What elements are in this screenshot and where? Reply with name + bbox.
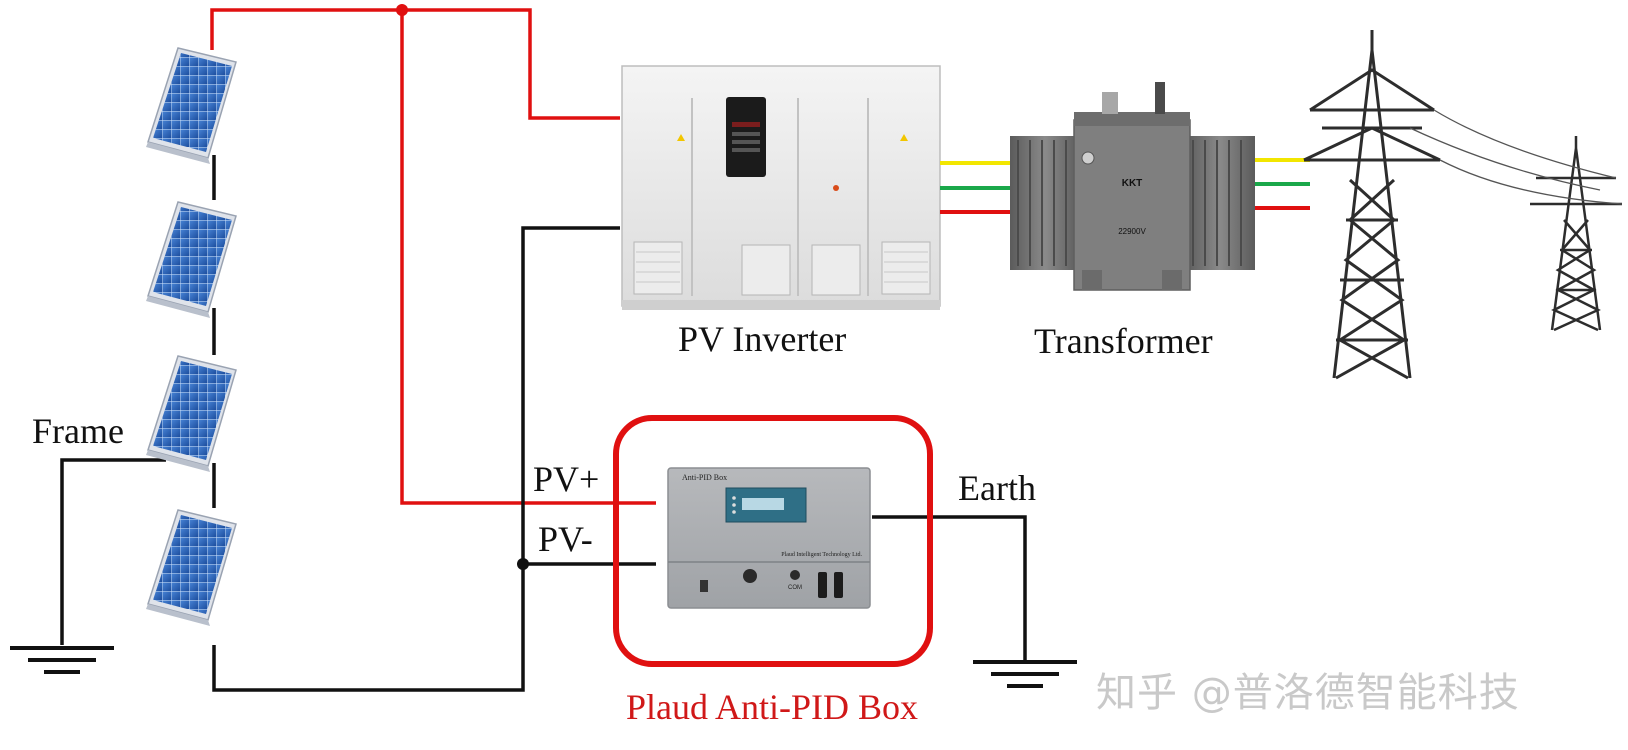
transformer-unit: KKT 22900V	[1010, 82, 1255, 291]
box-maker-text: Plaud Intelligent Technology Ltd.	[781, 552, 862, 558]
pv-plus-label: PV+	[533, 459, 600, 499]
box-port-icon	[700, 580, 708, 592]
box-connector-icon	[743, 569, 757, 583]
transmission-lines	[1409, 109, 1623, 205]
anti-pid-box-title: Plaud Anti-PID Box	[626, 687, 919, 727]
solar-panel-icon	[145, 201, 237, 319]
pv-inverter-cabinet	[621, 65, 941, 310]
pv-minus-label: PV-	[538, 519, 593, 559]
transmission-tower-icon	[1303, 30, 1441, 380]
ac-phase-wires	[940, 161, 1010, 214]
anti-pid-highlight-frame	[613, 415, 933, 667]
grid-phase-wires	[1255, 158, 1310, 210]
solar-panel-icon	[145, 509, 237, 627]
box-header-text: Anti-PID Box	[682, 473, 727, 482]
positive-wires	[210, 8, 656, 505]
box-connector-icon	[790, 570, 800, 580]
transformer-label: Transformer	[1034, 321, 1213, 361]
box-mc4-plug-icon	[818, 572, 827, 598]
ground-symbol-icon	[8, 646, 116, 674]
watermark-text: 知乎 @普洛德智能科技	[1096, 670, 1520, 716]
negative-junction-dot	[517, 558, 529, 570]
transformer-brand-text: KKT	[1122, 178, 1143, 189]
solar-panel-icon	[145, 355, 237, 473]
transmission-tower-icon	[1530, 136, 1622, 332]
earth-label: Earth	[958, 468, 1036, 508]
positive-junction-dot	[396, 4, 408, 16]
anti-pid-box-device: Anti-PID Box Plaud Intelligent Technolog…	[667, 467, 871, 609]
box-mc4-plug-icon	[834, 572, 843, 598]
frame-label: Frame	[32, 411, 124, 451]
solar-panel-icon	[145, 47, 237, 165]
negative-wires	[60, 226, 1027, 692]
transformer-rating-text: 22900V	[1118, 227, 1146, 236]
box-com-text: COM	[788, 585, 802, 591]
pv-inverter-label: PV Inverter	[678, 319, 847, 359]
ground-symbol-icon	[971, 660, 1079, 688]
